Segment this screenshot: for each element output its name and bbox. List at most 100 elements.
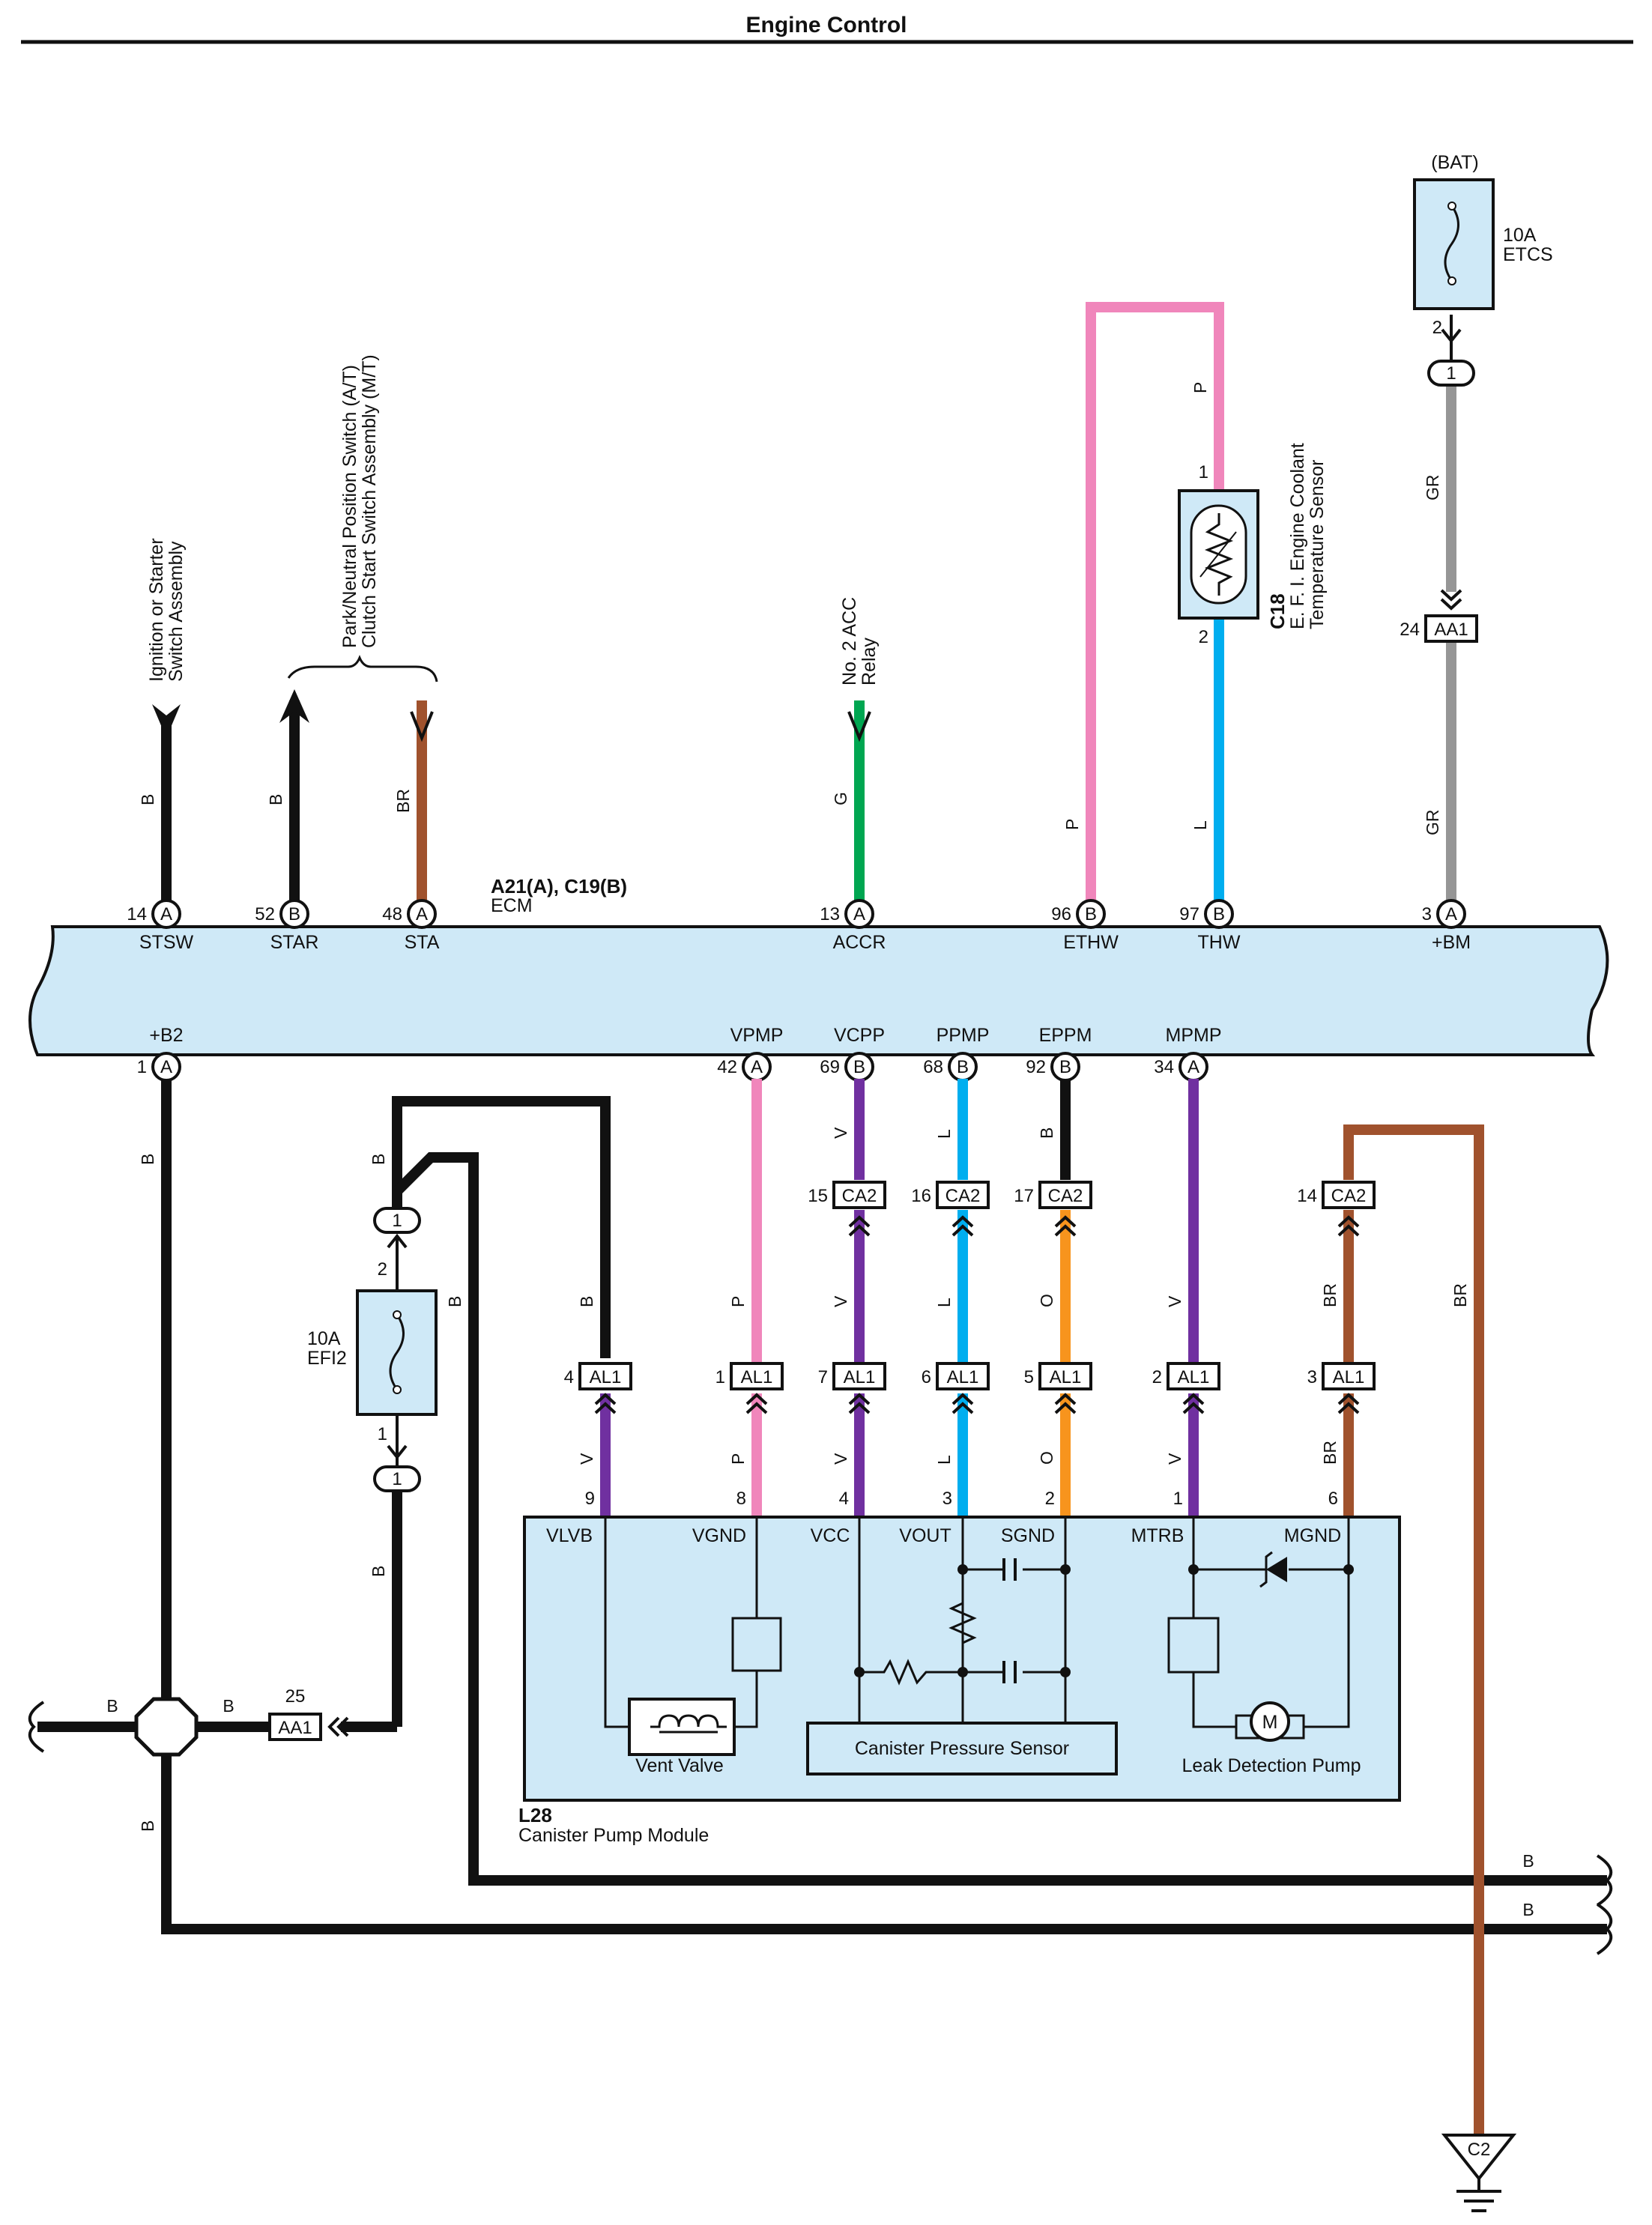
connector-aa1-25: AA1 [268,1713,349,1741]
wire-label: P [728,1453,748,1465]
wire-break-right [1596,1854,1613,1907]
wire-label: GR [1423,810,1442,836]
module-pin-number: 6 [1328,1489,1338,1509]
ecm-pin-bm [1436,899,1466,929]
fuse-efi2 [356,1289,438,1416]
brace [287,655,438,682]
wire-label: V [831,1295,850,1307]
wire-label: B [1037,1127,1056,1139]
ground-code: C2 [1468,2140,1491,2160]
connector-code: AL1 [1178,1367,1210,1387]
arrow-down-icon [152,704,181,738]
fuse-etcs-name: ETCS [1503,244,1553,265]
connector-num: 17 [1014,1186,1034,1206]
ecm-terminal-label: ETHW [1063,932,1119,953]
junction-dots [854,1564,1354,1677]
ecm-pin-star [279,899,309,929]
arrow-down-icon [847,711,871,742]
ecm-pin-number: 1 [137,1057,147,1077]
connector-num: 4 [564,1367,574,1387]
ecm-pin-ethw [1076,899,1106,929]
module-code: L28 [518,1804,552,1826]
fuse-etcs [1413,178,1495,310]
fuse-etcs-pin: 2 [1432,318,1442,338]
module-terminal-label: MGND [1284,1525,1341,1546]
ecm-pin-sta [407,899,437,929]
module-terminal-label: VLVB [546,1525,593,1546]
wire-label: B [445,1296,465,1307]
connector-ca2-17: CA2 [1038,1181,1092,1237]
ecm-pin-number: 69 [820,1057,840,1077]
module-pin-number: 8 [736,1489,746,1509]
pin-connector-letter: A [416,904,428,924]
connector-code: AL1 [947,1367,979,1387]
wire-break-left [28,1701,45,1753]
connector-al1-7: AL1 [832,1362,886,1414]
ecm-terminal-label: VCPP [834,1025,885,1046]
wire-label: B [223,1696,234,1716]
wire-label: B [138,794,157,805]
acc-relay-label-1: No. 2 ACC [839,597,860,685]
ground-c2: C2 [1441,2134,1517,2212]
connector-ca2-14: CA2 [1322,1181,1376,1237]
sensor-pin-1: 1 [1199,462,1208,482]
ecm-terminal-label: STA [405,932,440,953]
pin-connector-letter: A [1445,904,1457,924]
ecm-pin-number: 52 [255,904,275,924]
ecm-pin-stsw [151,899,181,929]
vent-valve [628,1698,736,1756]
wire-label: O [1037,1294,1056,1307]
connector-al1-4: AL1 [578,1362,632,1414]
wire-label: B [138,1154,157,1165]
splice-connector [373,1207,421,1234]
ecm-pin-number: 96 [1051,904,1071,924]
connector-num: 2 [1152,1367,1162,1387]
wire-label: BR [1320,1441,1340,1465]
wire-label: BR [393,789,413,813]
fuse-efi2-pin-bot: 1 [378,1424,387,1444]
junction-connector [134,1697,199,1757]
motor-letter: M [1262,1712,1278,1733]
motor-icon [1250,1701,1290,1742]
ecm-pin-number: 97 [1179,904,1199,924]
pin-connector-letter: A [751,1057,763,1077]
ecm-terminal-label: MPMP [1166,1025,1222,1046]
wire-label: L [934,1129,954,1139]
connector-num: 6 [922,1367,931,1387]
module-internal-wiring [604,1517,1350,1728]
connector-al1-5: AL1 [1038,1362,1092,1414]
connector-num: 1 [715,1367,725,1387]
wire-efi2-branch [393,1152,1607,1886]
ecm-pin-number: 42 [717,1057,737,1077]
wire-label: GR [1423,475,1442,501]
sensor-label-2: Temperature Sensor [1307,459,1328,629]
connector-code: AL1 [590,1367,622,1387]
ignition-label-2: Switch Assembly [166,541,187,682]
ecm-pin-number: 92 [1026,1057,1046,1077]
fuse-efi2-pin-top: 2 [378,1259,387,1280]
ecm-pin-number: 68 [923,1057,943,1077]
wire-label: V [831,1453,850,1465]
connector-code: AL1 [1050,1367,1082,1387]
fuse-etcs-rating: 10A [1503,225,1537,246]
wire-label: P [728,1296,748,1307]
wire-mgnd [1343,1124,1484,2135]
ecm-pin-number: 14 [127,904,147,924]
wire-label: V [831,1127,850,1139]
module-terminal-label: VOUT [899,1525,951,1546]
splice-label: 1 [392,1211,402,1231]
page-title: Engine Control [746,13,907,37]
module-terminal-label: VGND [692,1525,746,1546]
wire-label: BR [1320,1283,1340,1307]
fuse-efi2-name: EFI2 [307,1348,347,1369]
wire-label: L [934,1298,954,1307]
pin-connector-letter: B [1213,904,1225,924]
arrow-up-icon [387,1233,408,1249]
wire-efi2-loop [392,1096,611,1358]
arrow-up-icon [279,689,309,723]
ecm-terminal-label: THW [1198,932,1241,953]
module-terminal-label: VCC [811,1525,850,1546]
wire-label: P [1190,382,1210,393]
pin-connector-letter: B [1059,1057,1071,1077]
wire-label: V [1165,1453,1184,1465]
